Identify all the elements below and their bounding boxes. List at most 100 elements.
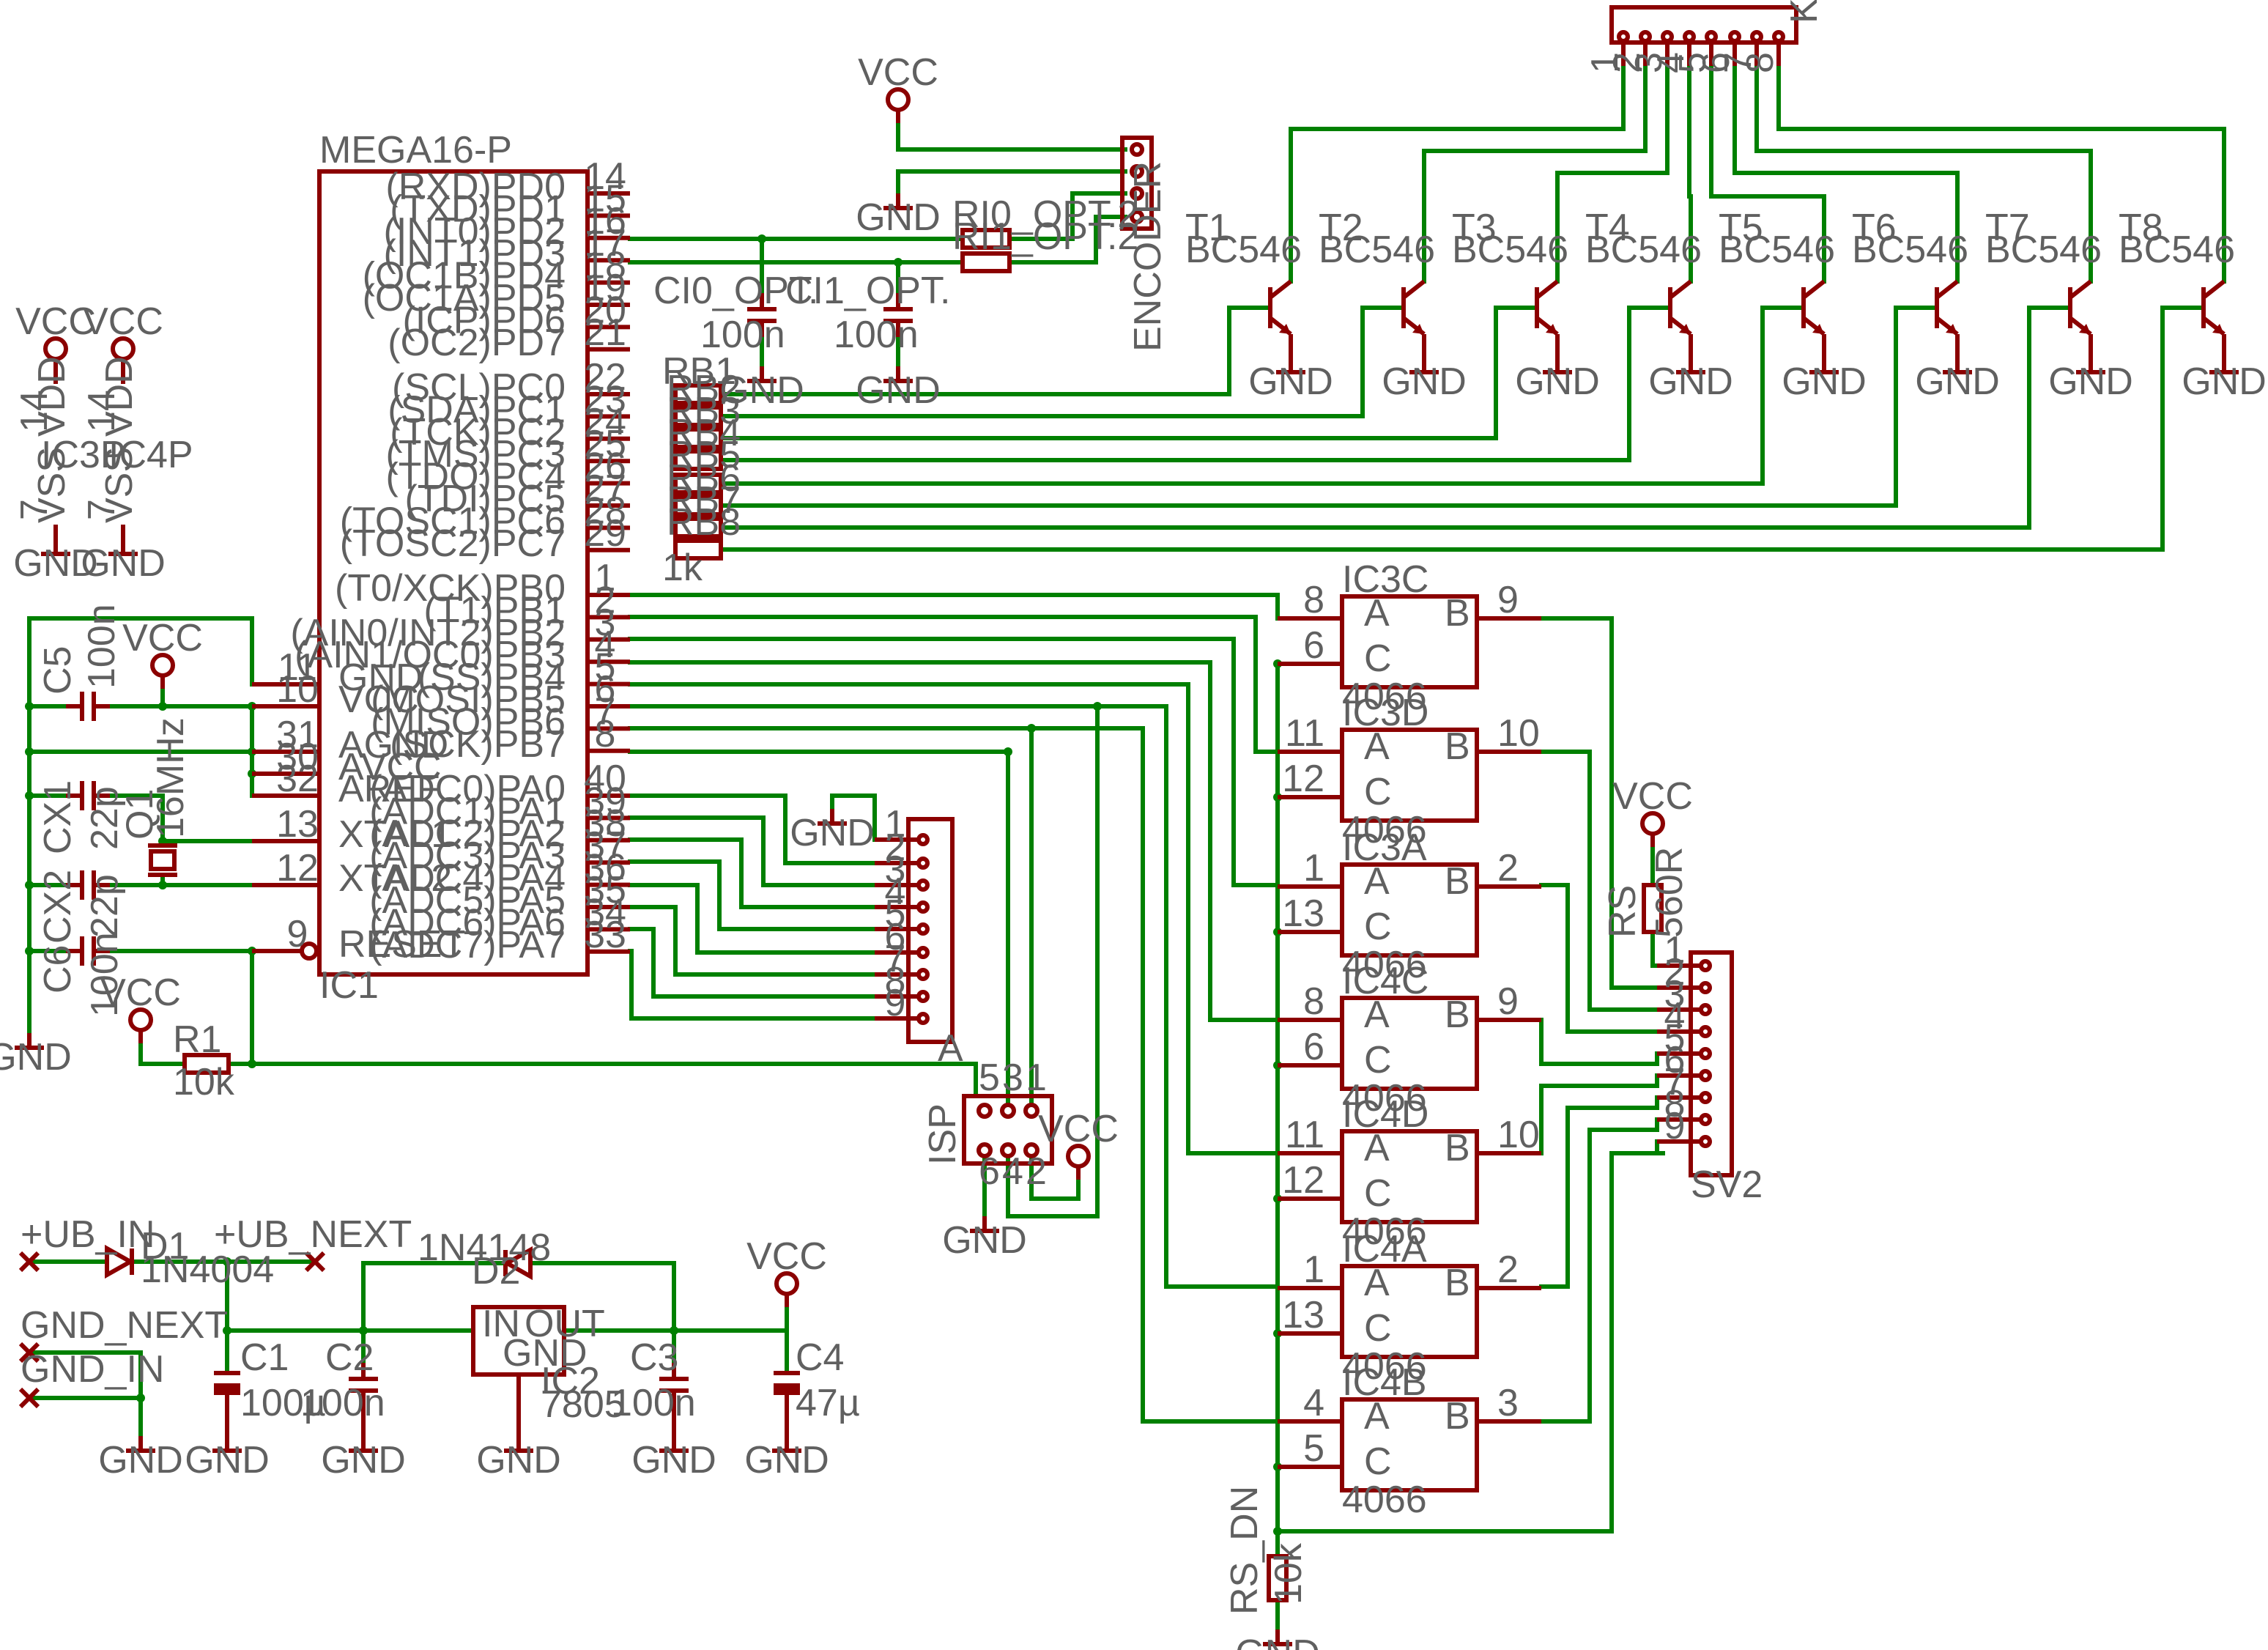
collector-wire-t8 [1776, 64, 2226, 284]
mcu-pin-number: 30 [276, 736, 319, 778]
component-layer [15, 5, 2239, 1646]
switch-pin: 13 [1282, 1294, 1324, 1336]
transistor-t2 [1402, 279, 1426, 300]
junction-dot [1004, 747, 1012, 756]
switch-pin: 8 [1303, 579, 1324, 621]
mcu-pin-name: (ADC4)PA4 [369, 857, 566, 900]
mcu-pin-number: 33 [584, 914, 626, 956]
terminal-x [18, 1387, 40, 1409]
c4-ref: C4 [796, 1336, 844, 1379]
emitter-arrow [1812, 324, 1824, 334]
sv2-pin-number: 3 [1664, 973, 1686, 1015]
wire [830, 793, 877, 842]
transistor-type: BC546 [1719, 229, 1835, 271]
terminal-x [18, 1251, 40, 1273]
collector-wire-t1 [1289, 64, 1626, 284]
switch-c-label: C [1364, 771, 1392, 813]
mcu-pin-name: (OC1B)PD4 [363, 255, 566, 297]
sv2-pin [1699, 1047, 1712, 1060]
switch-pin: 9 [1497, 980, 1519, 1023]
terminal-x [304, 1251, 326, 1273]
mcu-pin-number: 23 [584, 378, 626, 421]
r1-value: 10k [173, 1061, 235, 1103]
gnd-label: GND [0, 1036, 72, 1079]
rs-value: 560R [1648, 847, 1691, 938]
wire [108, 793, 322, 843]
transistor-t4 [1669, 279, 1692, 300]
pin-number: 7 [81, 499, 123, 520]
transistor-ref: T2 [1319, 207, 1363, 249]
gnd-label: GND [942, 1219, 1027, 1262]
wire [1609, 1139, 1659, 1155]
switch-ref: IC4C [1342, 960, 1428, 1002]
sv2-pin [1699, 959, 1712, 972]
mcu-pin-number: 39 [584, 780, 626, 822]
rs-dn-value: 10k [1267, 1542, 1310, 1605]
collector-wire-t6 [1732, 64, 1960, 284]
transistor-type: BC546 [1319, 229, 1435, 271]
transistor-ref: T6 [1852, 207, 1897, 249]
gnd-label: GND [856, 369, 941, 412]
mcu-pin-number: 28 [584, 489, 626, 532]
mcu-pin-number: 24 [584, 401, 626, 443]
vcc-label: VCC [746, 1235, 827, 1278]
mcu-pin-name: (TCK)PC2 [390, 411, 566, 454]
gnd-label: GND [1248, 360, 1333, 403]
junction-dot [158, 881, 167, 889]
connector-a-pin-number: 1 [885, 803, 906, 846]
isp-pin [1023, 1103, 1040, 1119]
switch-pin: 11 [1285, 1114, 1324, 1156]
switch-pin: 12 [1282, 758, 1324, 800]
isp-pin [1000, 1142, 1016, 1158]
cx2-value: 22p [84, 874, 126, 938]
rb1-tap-label: RB7 [667, 479, 741, 522]
c6-ref: C6 [37, 945, 79, 994]
switch-part: 4066 [1342, 944, 1427, 986]
emitter-arrow [1546, 324, 1557, 334]
rb1-resistor-6 [673, 495, 723, 517]
connector-a-pin-number: 6 [885, 916, 906, 958]
switch-part: 4066 [1342, 1345, 1427, 1388]
mcu-pin-number: 40 [584, 758, 626, 800]
sv2-pin-number: 4 [1664, 995, 1686, 1037]
rb1-value: 1k [662, 547, 703, 589]
switch-ref: IC3A [1342, 826, 1427, 869]
mcu-pin-name: (TDI)PC5 [404, 478, 566, 520]
encoder-pin [1130, 210, 1144, 224]
mcu-pin-name: (TOSC2)PC7 [340, 522, 566, 565]
isp-pin-number: 2 [1026, 1150, 1047, 1193]
switch-ref: IC3C [1342, 558, 1428, 601]
transistor-ref: T4 [1585, 207, 1630, 249]
connector-k-ref: K [1783, 0, 1826, 23]
switch-b-label: B [1445, 1127, 1470, 1169]
switch-b-label: B [1445, 592, 1470, 635]
junction-dot [25, 791, 34, 800]
connector-a-pin [916, 833, 930, 846]
switch-part: 4066 [1342, 1077, 1427, 1120]
mcu-pin-number: 34 [584, 891, 626, 933]
mcu-pin-number: 3 [595, 602, 616, 644]
sv2-pin [1699, 1091, 1712, 1104]
wire-layer [25, 64, 2226, 1632]
vcc-label: VCC [1038, 1108, 1119, 1150]
rs-ref: RS [1601, 885, 1644, 938]
wire [1095, 704, 1280, 1289]
switch-pin: 13 [1282, 892, 1324, 935]
rb1-resistor-2 [673, 405, 723, 427]
vss-label: VSS [31, 447, 73, 523]
isp-ref: ISP [922, 1103, 964, 1165]
transistor-type: BC546 [1452, 229, 1568, 271]
mcu-pin-name: XTAL1 [338, 813, 452, 856]
c3-value: 100n [611, 1382, 696, 1424]
mcu-pin-number: 19 [584, 267, 626, 309]
mcu-pin-number: 10 [276, 668, 319, 711]
transistor-ref: T7 [1985, 207, 2030, 249]
connector-k-pin-number: 4 [1650, 52, 1692, 73]
transistor-type: BC546 [1852, 229, 1968, 271]
encoder-pin [1130, 164, 1144, 179]
collector-wire-t3 [1555, 64, 1670, 284]
wire [628, 615, 1280, 754]
isp-pin [1023, 1142, 1040, 1158]
mcu-pin-number: 31 [276, 714, 319, 756]
